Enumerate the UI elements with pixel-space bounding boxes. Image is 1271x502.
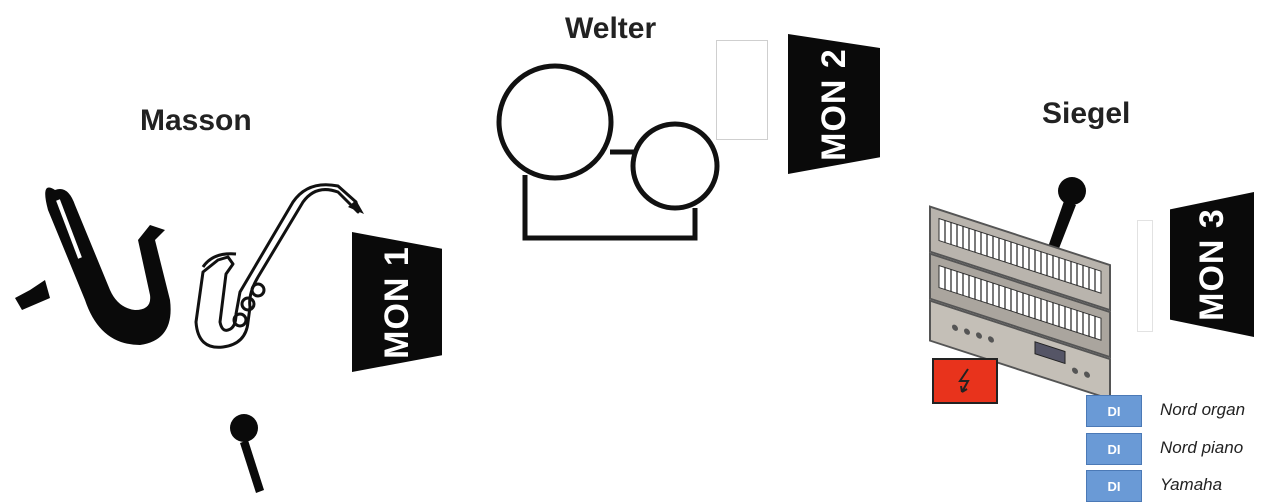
- monitor-1-label: MON 1: [378, 246, 417, 359]
- di-box-nord-organ: DI: [1086, 395, 1142, 427]
- drum-kit-icon: [495, 60, 725, 245]
- musician-name-masson: Masson: [140, 104, 252, 138]
- monitor-2: MON 2: [788, 34, 880, 174]
- monitor-2-label: MON 2: [815, 48, 854, 161]
- di-box-nord-piano: DI: [1086, 433, 1142, 465]
- stage-item-placeholder: [716, 40, 768, 140]
- musician-name-welter: Welter: [565, 12, 656, 46]
- musician-name-siegel: Siegel: [1042, 97, 1130, 131]
- di-label-nord-organ: Nord organ: [1160, 400, 1245, 420]
- di-box-yamaha: DI: [1086, 470, 1142, 502]
- saxophone-outline-icon: [188, 182, 368, 357]
- monitor-3: MON 3: [1170, 192, 1254, 337]
- power-outlet-icon: [932, 358, 998, 404]
- saxophone-icon: [10, 180, 180, 360]
- monitor-3-label: MON 3: [1193, 208, 1232, 321]
- microphone-icon: [226, 410, 276, 495]
- stage-item-placeholder-2: [1137, 220, 1153, 332]
- monitor-1: MON 1: [352, 232, 442, 372]
- di-label-nord-piano: Nord piano: [1160, 438, 1243, 458]
- di-label-yamaha: Yamaha: [1160, 475, 1222, 495]
